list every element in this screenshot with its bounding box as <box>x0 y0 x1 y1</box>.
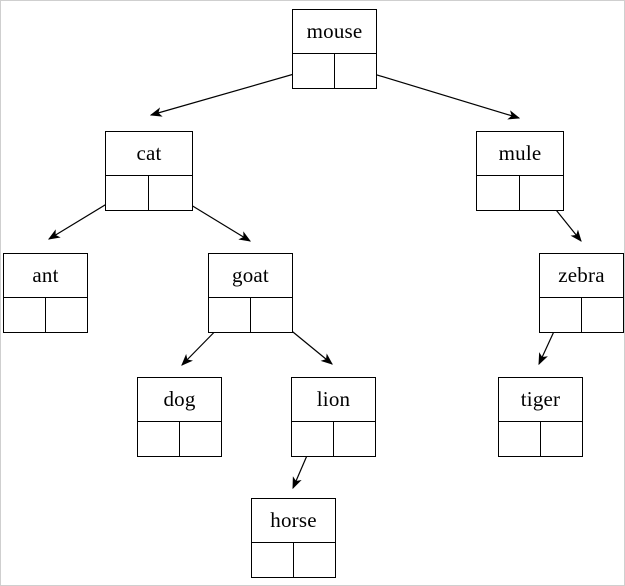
right-pointer-cell <box>294 543 336 577</box>
left-pointer-cell <box>252 543 294 577</box>
tree-node-tiger[interactable]: tiger <box>498 377 583 457</box>
right-pointer-cell <box>46 298 88 332</box>
edge-mouse-to-mule <box>353 67 521 120</box>
left-pointer-cell <box>293 54 335 88</box>
tree-node-label: mouse <box>293 10 376 54</box>
tree-node-pointer-row <box>138 422 221 456</box>
tree-node-mouse[interactable]: mouse <box>292 9 377 89</box>
tree-node-label: lion <box>292 378 375 422</box>
right-pointer-cell <box>541 422 583 456</box>
left-pointer-cell <box>106 176 149 210</box>
tree-node-pointer-row <box>293 54 376 88</box>
tree-node-label: zebra <box>540 254 623 298</box>
tree-node-label: dog <box>138 378 221 422</box>
tree-node-horse[interactable]: horse <box>251 498 336 578</box>
left-pointer-cell <box>4 298 46 332</box>
tree-node-cat[interactable]: cat <box>105 131 193 211</box>
tree-node-pointer-row <box>4 298 87 332</box>
right-pointer-cell <box>520 176 563 210</box>
right-pointer-cell <box>334 422 376 456</box>
tree-node-label: cat <box>106 132 192 176</box>
tree-node-pointer-row <box>499 422 582 456</box>
left-pointer-cell <box>292 422 334 456</box>
tree-node-pointer-row <box>106 176 192 210</box>
tree-node-label: goat <box>209 254 292 298</box>
left-pointer-cell <box>477 176 520 210</box>
tree-node-dog[interactable]: dog <box>137 377 222 457</box>
left-pointer-cell <box>209 298 251 332</box>
edge-mouse-to-cat <box>149 67 316 117</box>
tree-node-ant[interactable]: ant <box>3 253 88 333</box>
tree-node-label: mule <box>477 132 563 176</box>
tree-node-label: tiger <box>499 378 582 422</box>
tree-node-label: horse <box>252 499 335 543</box>
tree-node-pointer-row <box>477 176 563 210</box>
right-pointer-cell <box>149 176 192 210</box>
tree-node-pointer-row <box>292 422 375 456</box>
right-pointer-cell <box>180 422 222 456</box>
tree-node-pointer-row <box>540 298 623 332</box>
tree-node-pointer-row <box>252 543 335 577</box>
left-pointer-cell <box>540 298 582 332</box>
tree-node-lion[interactable]: lion <box>291 377 376 457</box>
left-pointer-cell <box>499 422 541 456</box>
right-pointer-cell <box>251 298 293 332</box>
tree-node-goat[interactable]: goat <box>208 253 293 333</box>
right-pointer-cell <box>335 54 377 88</box>
left-pointer-cell <box>138 422 180 456</box>
tree-node-pointer-row <box>209 298 292 332</box>
tree-node-label: ant <box>4 254 87 298</box>
right-pointer-cell <box>582 298 624 332</box>
tree-node-mule[interactable]: mule <box>476 131 564 211</box>
tree-node-zebra[interactable]: zebra <box>539 253 624 333</box>
